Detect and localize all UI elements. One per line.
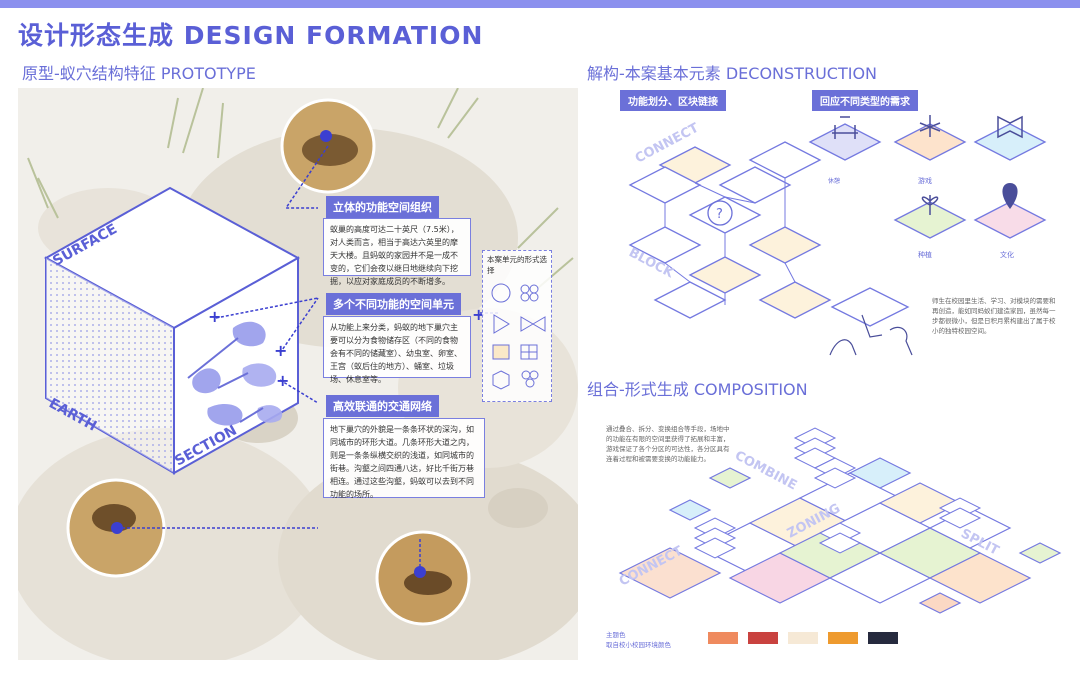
callout-title-3: 高效联通的交通网络 [326, 395, 439, 417]
deconstruction-note: 师生在校园里生活、学习、对模块的需要和再创造，能如同蚂蚁们建造家园，虽然每一步都… [932, 297, 1056, 335]
need-label-culture: 文化 [1000, 250, 1014, 259]
need-label-rest: 休憩 [828, 177, 840, 185]
composition-diagram: COMBINE ZONING CONNECT SPLIT [617, 427, 1062, 614]
palette-swatch [828, 632, 858, 644]
pill-function-division: 功能划分、区块链接 [620, 90, 726, 111]
palette-subtitle: 取自校小校园环境颜色 [606, 641, 671, 649]
callout-title-2: 多个不同功能的空间单元 [326, 293, 461, 315]
need-label-play: 游戏 [918, 176, 932, 185]
svg-text:+: + [276, 371, 289, 390]
palette-title: 主题色 [606, 631, 626, 639]
element-selection-label: 本案单元的形式选择 [487, 255, 547, 275]
deconstruction-diagram: ? CONNECT BLOCK 休憩 游戏 种植 文化 [626, 115, 1047, 356]
deconstruction-heading: 解构-本案基本元素 DECONSTRUCTION [587, 64, 878, 83]
prototype-heading: 原型-蚁穴结构特征 PROTOTYPE [22, 64, 256, 83]
callout-body-1: 蚁巢的高度可达二十英尺（7.5米），对人类而言，相当于高达六英里的摩天大楼。且蚂… [323, 218, 471, 286]
element-shape-grid [491, 283, 546, 390]
callout-title-1: 立体的功能空间组织 [326, 196, 439, 218]
top-accent-bar [0, 0, 1080, 8]
composition-note: 通过叠合、拆分、变换组合等手段，场地中的功能在有限的空间里获得了拓展和丰富，游戏… [606, 425, 730, 463]
callout-body-3: 地下巢穴的外貌是一条条环状的深沟，如同城市的环形大道。几条环形大道之内，则是一条… [323, 418, 485, 499]
svg-text:+: + [208, 307, 221, 326]
composition-heading: 组合-形式生成 COMPOSITION [587, 380, 808, 399]
need-label-planting: 种植 [918, 250, 932, 259]
callout-body-2: 从功能上来分类，蚂蚁的地下巢穴主要可以分为食物储存区（不同的食物会有不同的储藏室… [323, 316, 471, 384]
page-title: 设计形态生成 DESIGN FORMATION [18, 21, 484, 50]
pill-different-needs: 回应不同类型的需求 [812, 90, 918, 111]
palette-swatch [788, 632, 818, 644]
prototype-illustration: SURFACE EARTH SECTION + + + + 立体的功能空间组织 … [18, 88, 578, 660]
palette-swatch [868, 632, 898, 644]
word-combine: COMBINE [732, 448, 799, 493]
element-selection-box: 本案单元的形式选择 [482, 250, 552, 402]
svg-text:+: + [274, 341, 287, 360]
palette-swatch [748, 632, 778, 644]
svg-text:?: ? [716, 207, 723, 222]
palette-swatch [708, 632, 738, 644]
